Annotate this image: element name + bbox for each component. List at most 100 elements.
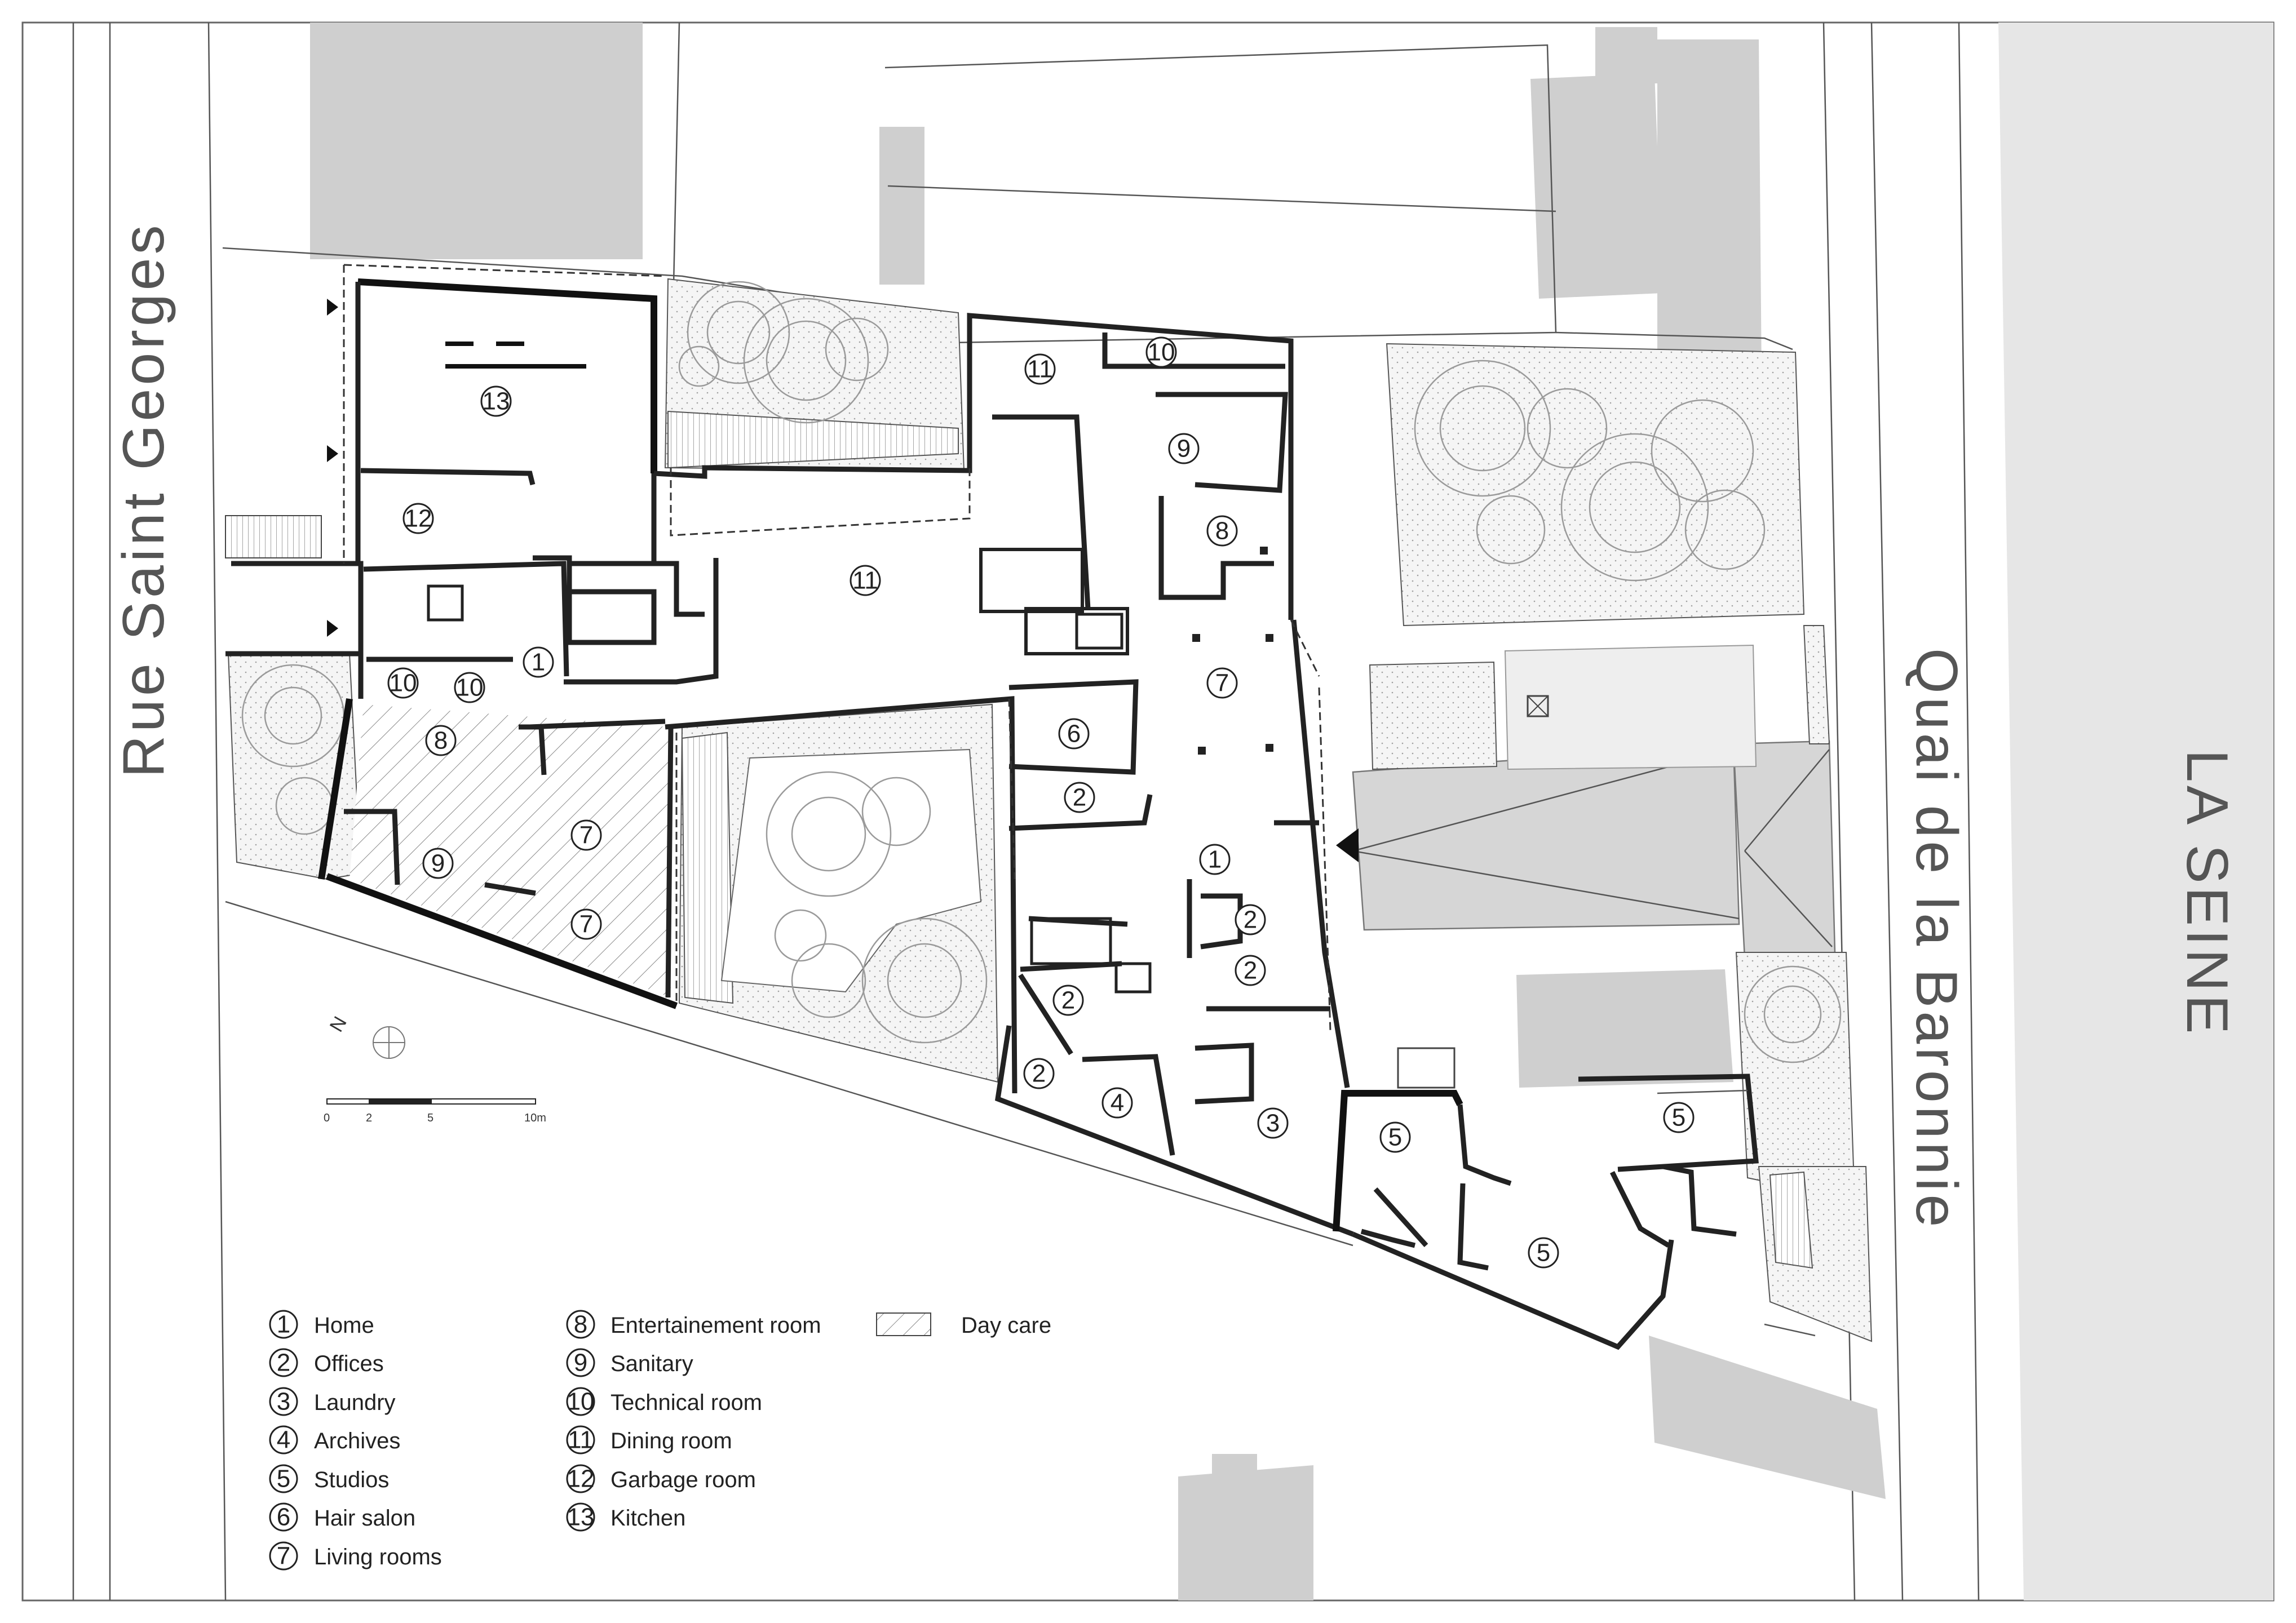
room-number: 2 — [1061, 987, 1075, 1014]
entrance-arrows — [327, 299, 1359, 862]
room-label: 4 — [1101, 1087, 1133, 1119]
room-label: 2 — [1235, 904, 1266, 935]
scale-tick: 10m — [524, 1112, 546, 1124]
room-number: 4 — [1111, 1089, 1124, 1117]
legend-label: Offices — [314, 1351, 384, 1376]
room-label: 11 — [850, 565, 881, 596]
columns — [1192, 547, 1273, 755]
seine-river — [1998, 23, 2273, 1600]
legend-number: 2 — [277, 1349, 290, 1377]
legend-number: 8 — [574, 1311, 587, 1338]
legend-number: 12 — [567, 1465, 595, 1493]
room-number: 1 — [1208, 846, 1222, 873]
room-number: 3 — [1266, 1110, 1280, 1137]
legend-number: 1 — [277, 1311, 290, 1338]
legend-number: 3 — [277, 1388, 290, 1416]
room-label: 1 — [523, 646, 554, 678]
room-label: 8 — [425, 725, 457, 756]
legend-number: 5 — [277, 1465, 290, 1493]
room-number: 11 — [1027, 356, 1053, 383]
room-label: 12 — [402, 503, 434, 534]
room-label: 2 — [1023, 1058, 1055, 1089]
legend-number: 10 — [567, 1388, 595, 1416]
legend-number: 11 — [568, 1426, 594, 1454]
north-arrow: N — [326, 1013, 405, 1059]
quay-edge — [1958, 22, 1980, 1601]
legend-item: 8 Entertainement room — [566, 1310, 821, 1339]
room-label: 13 — [480, 385, 512, 417]
legend-number: 13 — [567, 1504, 595, 1531]
room-number: 9 — [1177, 435, 1191, 463]
legend-item: 10 Technical room — [566, 1387, 762, 1416]
river-name: LA SEINE — [2174, 750, 2240, 1037]
north-label: N — [326, 1013, 351, 1035]
room-label: 10 — [454, 672, 485, 703]
room-number: 13 — [483, 388, 510, 415]
street-name-left: Rue Saint Georges — [111, 221, 176, 778]
room-label: 9 — [422, 848, 454, 879]
legend-number: 9 — [574, 1349, 587, 1377]
room-label: 10 — [1145, 336, 1177, 368]
room-number: 2 — [1073, 784, 1086, 812]
room-label: 11 — [1024, 353, 1056, 385]
legend-label: Day care — [961, 1313, 1051, 1338]
legend-label: Studios — [314, 1467, 389, 1492]
room-number: 10 — [1148, 339, 1175, 366]
room-number: 2 — [1032, 1060, 1046, 1088]
room-label: 2 — [1052, 985, 1084, 1016]
room-label: 9 — [1168, 433, 1200, 464]
room-number: 8 — [1215, 517, 1229, 545]
legend-number: 4 — [277, 1426, 290, 1454]
dashed-outlines — [343, 264, 1331, 1032]
room-number: 5 — [1672, 1104, 1685, 1132]
room-number: 7 — [579, 822, 593, 849]
legend-label: Kitchen — [611, 1506, 685, 1531]
stairs-and-lifts — [225, 515, 1816, 1337]
room-label: 5 — [1663, 1102, 1695, 1133]
room-number: 1 — [532, 649, 545, 676]
room-label: 3 — [1257, 1107, 1289, 1139]
legend-label: Laundry — [314, 1390, 396, 1415]
trees — [241, 281, 1842, 1063]
room-label: 2 — [1064, 782, 1095, 813]
legend-number: 6 — [277, 1504, 290, 1531]
room-label: 8 — [1206, 515, 1238, 547]
room-number: 9 — [431, 850, 445, 877]
legend-item: 12 Garbage room — [566, 1464, 756, 1493]
scale-tick: 0 — [324, 1112, 330, 1124]
street-lines — [72, 22, 1904, 1601]
legend-label: Entertainement room — [611, 1313, 821, 1338]
legend-number: 7 — [277, 1542, 290, 1570]
room-labels: 13 12 11 11 10 10 10 9 9 8 8 7 7 7 6 2 1… — [387, 336, 1695, 1269]
scale-tick: 5 — [427, 1112, 433, 1124]
neighbour-buildings — [310, 23, 1886, 1600]
room-number: 7 — [1215, 669, 1229, 697]
legend-item: 13 Kitchen — [566, 1502, 685, 1532]
room-number: 10 — [390, 669, 417, 697]
legend-item-day-care: Day care — [876, 1312, 1051, 1338]
room-number: 8 — [434, 727, 448, 755]
building-walls — [225, 278, 1759, 1350]
room-label: 1 — [1199, 844, 1231, 875]
legend-label: Technical room — [611, 1390, 762, 1415]
legend-label: Sanitary — [611, 1351, 693, 1376]
room-label: 7 — [570, 819, 602, 851]
legend-label: Garbage room — [611, 1467, 756, 1492]
legend-item: 2 Offices — [269, 1348, 384, 1377]
legend-item: 5 Studios — [269, 1464, 389, 1493]
legend-item: 9 Sanitary — [566, 1348, 693, 1377]
room-number: 5 — [1537, 1239, 1550, 1267]
scale-tick: 2 — [366, 1112, 372, 1124]
room-label: 5 — [1528, 1237, 1559, 1269]
legend-label: Dining room — [611, 1429, 732, 1453]
room-number: 7 — [579, 911, 593, 938]
room-label: 10 — [387, 667, 419, 699]
room-number: 5 — [1388, 1124, 1402, 1151]
room-label: 2 — [1235, 955, 1266, 986]
legend-label: Home — [314, 1313, 374, 1338]
